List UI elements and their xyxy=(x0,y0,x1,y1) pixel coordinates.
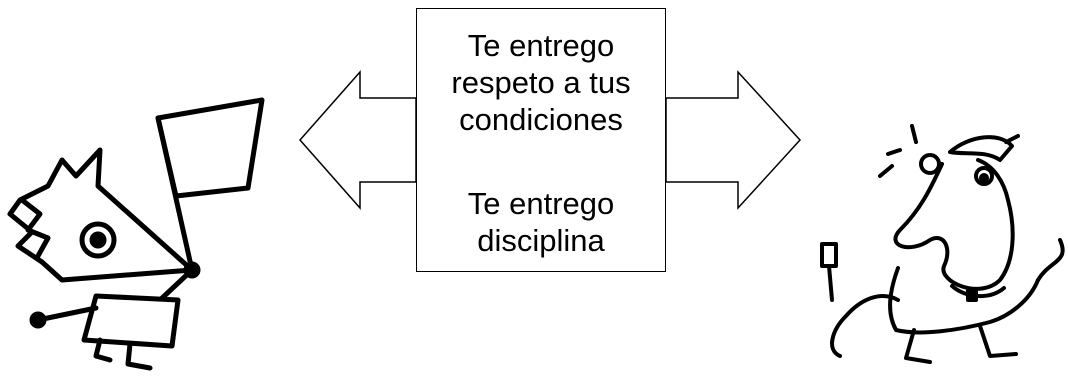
discipline-line-2: disciplina xyxy=(477,223,605,258)
respect-line-3: condiciones xyxy=(459,102,623,137)
respect-message: Te entrego respeto a tus condiciones xyxy=(417,27,665,138)
discipline-message: Te entrego disciplina xyxy=(417,185,665,259)
right-arrow xyxy=(665,70,802,210)
discipline-line-1: Te entrego xyxy=(467,186,615,221)
respect-line-2: respeto a tus xyxy=(451,65,631,100)
left-arrow xyxy=(298,70,417,210)
center-message-box: Te entrego respeto a tus condiciones Te … xyxy=(416,8,666,272)
respect-line-1: Te entrego xyxy=(467,28,615,63)
